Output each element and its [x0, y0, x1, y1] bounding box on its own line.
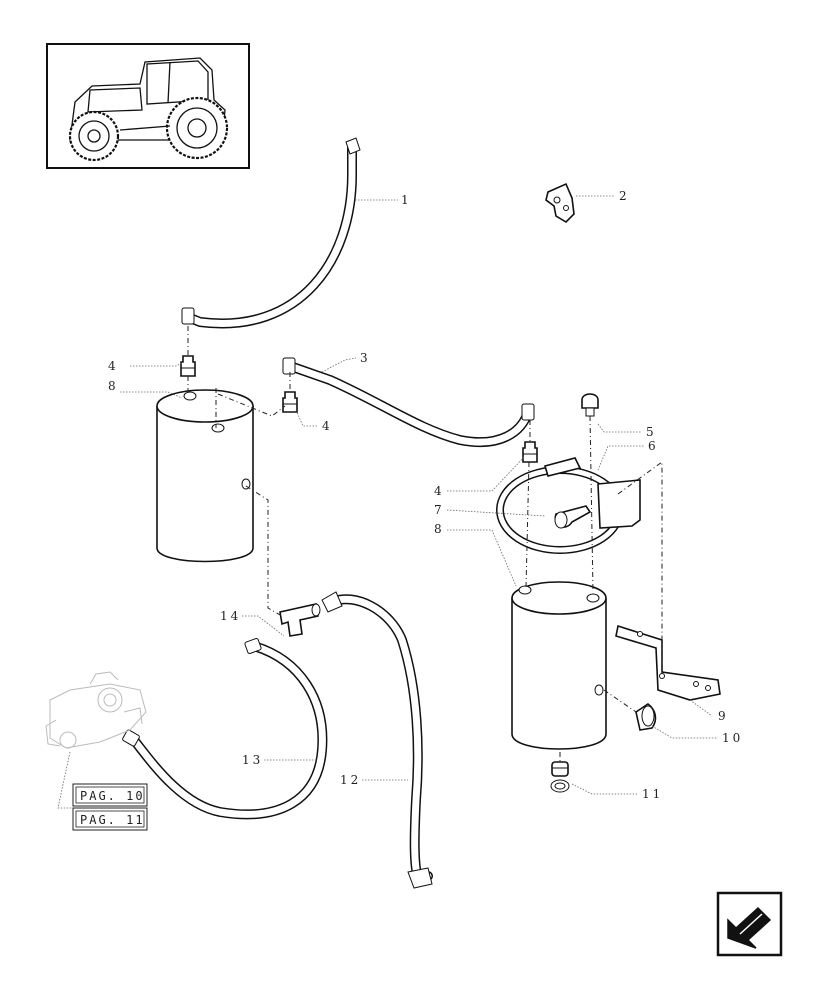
callout-5[interactable]: 5	[646, 425, 657, 439]
back-arrow-icon	[727, 906, 772, 949]
part-9-bracket[interactable]	[615, 624, 721, 701]
callout-2[interactable]: 2	[619, 189, 630, 203]
hydraulic-assembly-icon	[45, 671, 147, 749]
part-8-tank-left[interactable]	[156, 389, 254, 563]
callout-labels: 1 2 3 4 4 4 5 6 7 8 8 9 10 11 12 13 14	[108, 189, 743, 801]
part-8-tank-right[interactable]	[511, 581, 607, 750]
part-11-drain-valve[interactable]	[550, 761, 570, 793]
callout-8-left[interactable]: 8	[108, 379, 119, 393]
callout-1[interactable]: 1	[401, 193, 412, 207]
assembly-lines	[187, 326, 663, 762]
svg-text:PAG. 11: PAG. 11	[80, 813, 145, 827]
svg-text:PAG. 10: PAG. 10	[80, 789, 145, 803]
callout-13[interactable]: 13	[242, 753, 263, 767]
part-4-fitting-left[interactable]	[180, 355, 196, 377]
leader-lines	[57, 195, 718, 809]
part-13-hose[interactable]	[122, 638, 328, 820]
callout-6[interactable]: 6	[648, 439, 659, 453]
page-ref-11[interactable]: PAG. 11	[72, 807, 148, 831]
callout-3[interactable]: 3	[360, 351, 371, 365]
part-3-hose[interactable]	[282, 357, 535, 448]
callout-4-right[interactable]: 4	[434, 484, 445, 498]
part-4-fitting-right[interactable]	[522, 441, 538, 463]
back-navigation-button[interactable]	[716, 891, 783, 957]
page-references: PAG. 10 PAG. 11	[72, 783, 148, 831]
callout-4-left[interactable]: 4	[108, 359, 119, 373]
part-14-tee-fitting[interactable]	[279, 603, 321, 637]
part-7-bolt[interactable]	[554, 505, 592, 529]
callout-10[interactable]: 10	[722, 731, 743, 745]
tractor-icon	[68, 57, 229, 162]
part-6-strap[interactable]	[496, 457, 641, 554]
callout-12[interactable]: 12	[340, 773, 361, 787]
part-4-fitting-middle[interactable]	[282, 391, 298, 413]
callout-8-right[interactable]: 8	[434, 522, 445, 536]
callout-9[interactable]: 9	[718, 709, 729, 723]
callout-14[interactable]: 14	[220, 609, 241, 623]
callout-4-middle[interactable]: 4	[322, 419, 333, 433]
part-10-plug[interactable]	[635, 703, 657, 731]
part-2-clip[interactable]	[545, 182, 575, 224]
part-12-hose[interactable]	[321, 591, 433, 889]
page-ref-10[interactable]: PAG. 10	[72, 783, 148, 807]
callout-7[interactable]: 7	[434, 503, 445, 517]
part-5-bolt[interactable]	[581, 393, 599, 417]
tractor-thumbnail[interactable]	[46, 43, 250, 169]
part-1-hose[interactable]	[181, 137, 361, 329]
callout-11[interactable]: 11	[642, 787, 663, 801]
